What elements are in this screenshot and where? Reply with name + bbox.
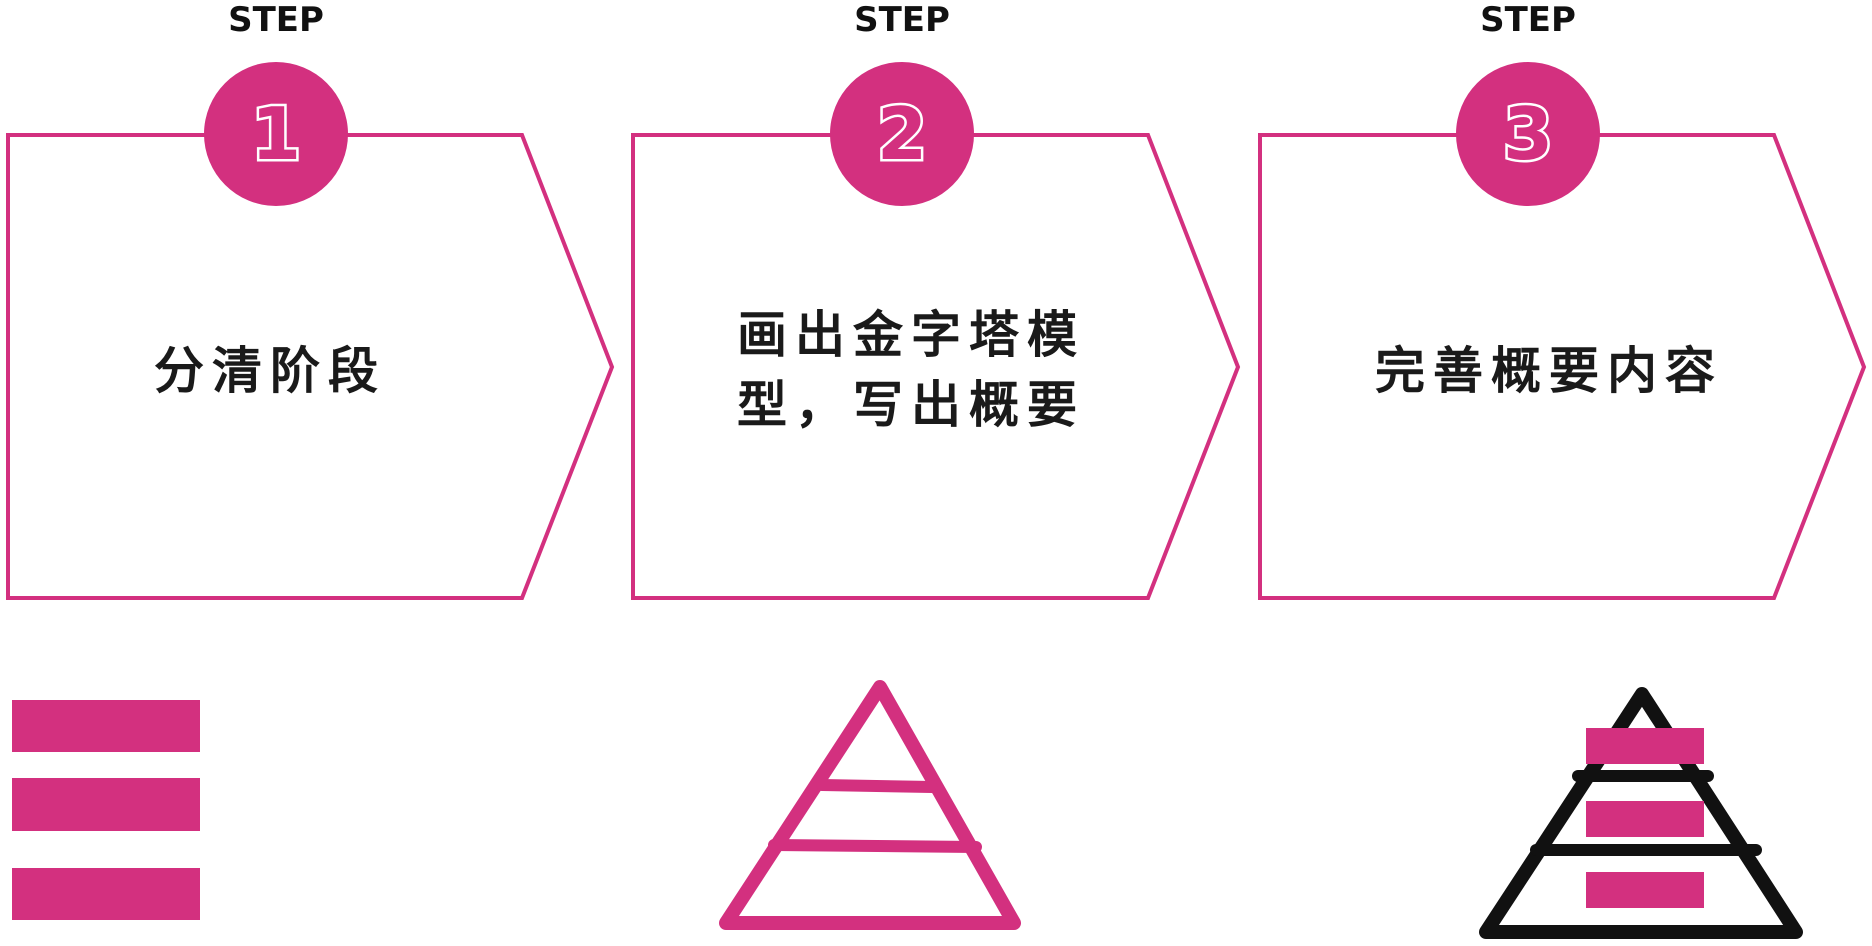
step-3-label: STEP	[1480, 0, 1576, 40]
step-1-arrow-shape	[6, 133, 615, 600]
step-2-text: 画出金字塔模 型，写出概要	[716, 300, 1106, 440]
step-2-arrow-shape	[631, 133, 1241, 600]
pyramid-bar-top	[1586, 728, 1704, 764]
step-2-text-line-1: 画出金字塔模	[737, 306, 1085, 364]
step-2: STEP 2 画出金字塔模 型，写出概要	[626, 0, 1246, 610]
step-3: STEP 3 完善概要内容	[1252, 0, 1872, 610]
pyramid-with-bars-icon	[1479, 687, 1803, 939]
step-1-number-badge: 1	[204, 62, 348, 206]
step-1: STEP 1 分清阶段	[0, 0, 620, 610]
step-3-text: 完善概要内容	[1375, 342, 1723, 400]
step-1-number: 1	[248, 92, 303, 176]
step-3-arrow-shape	[1258, 133, 1867, 600]
step-2-label: STEP	[854, 0, 950, 40]
step-2-number-badge: 2	[830, 62, 974, 206]
step-3-number-badge: 3	[1456, 62, 1600, 206]
pyramid-icon	[719, 680, 1021, 930]
pyramid-bar-middle	[1586, 801, 1704, 837]
step-1-text: 分清阶段	[154, 342, 386, 400]
bars-icon	[12, 700, 200, 920]
pyramid-bar-bottom	[1586, 872, 1704, 908]
step-2-number: 2	[874, 92, 929, 176]
step-2-text-line-2: 型，写出概要	[737, 376, 1085, 434]
step-1-label: STEP	[228, 0, 324, 40]
step-3-number: 3	[1500, 92, 1555, 176]
